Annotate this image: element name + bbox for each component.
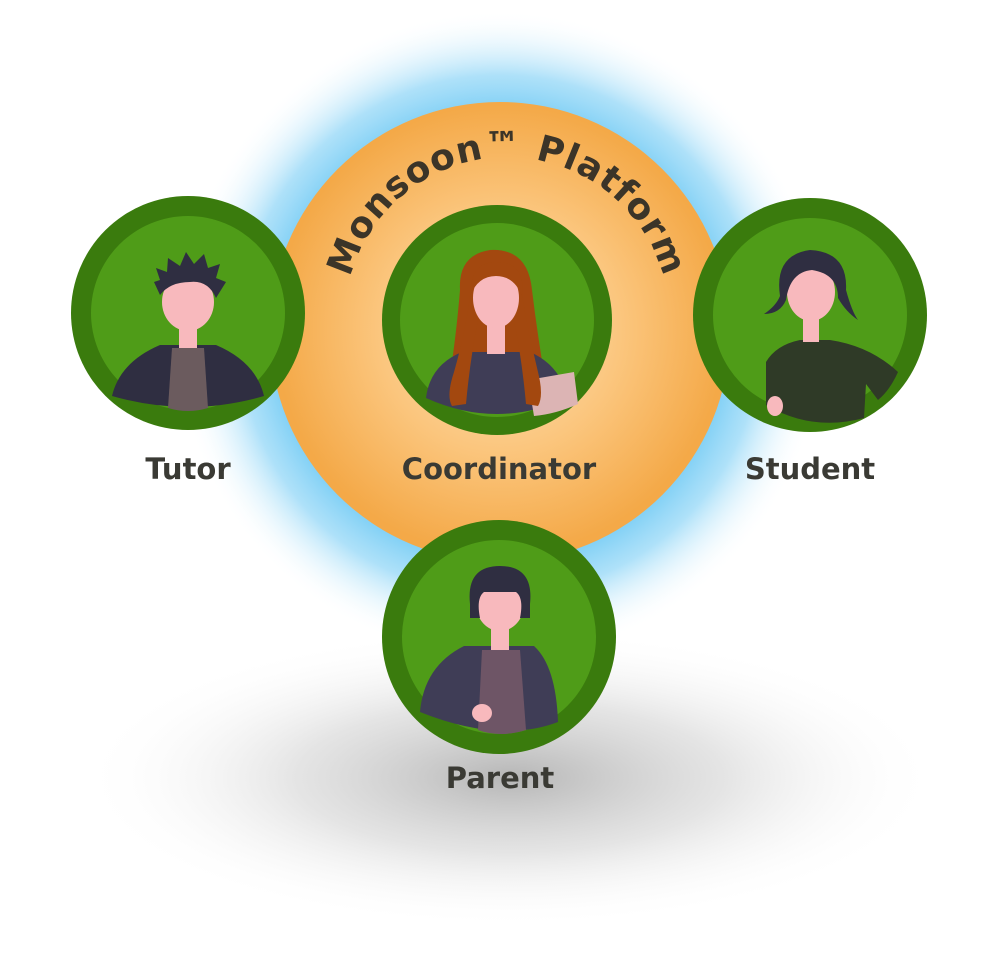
student-avatar-icon xyxy=(764,250,898,423)
student-label: Student xyxy=(745,452,875,486)
student-badge[interactable] xyxy=(693,198,927,432)
parent-badge[interactable] xyxy=(382,520,616,754)
coordinator-avatar-icon xyxy=(426,249,578,416)
parent-label: Parent xyxy=(446,761,555,795)
parent-avatar-icon xyxy=(420,566,558,734)
floor-shadow xyxy=(80,628,940,928)
coordinator-label: Coordinator xyxy=(402,452,597,486)
tutor-badge[interactable] xyxy=(71,196,305,430)
coordinator-badge[interactable] xyxy=(382,205,612,435)
tutor-label: Tutor xyxy=(145,452,231,486)
tutor-avatar-icon xyxy=(112,252,264,411)
